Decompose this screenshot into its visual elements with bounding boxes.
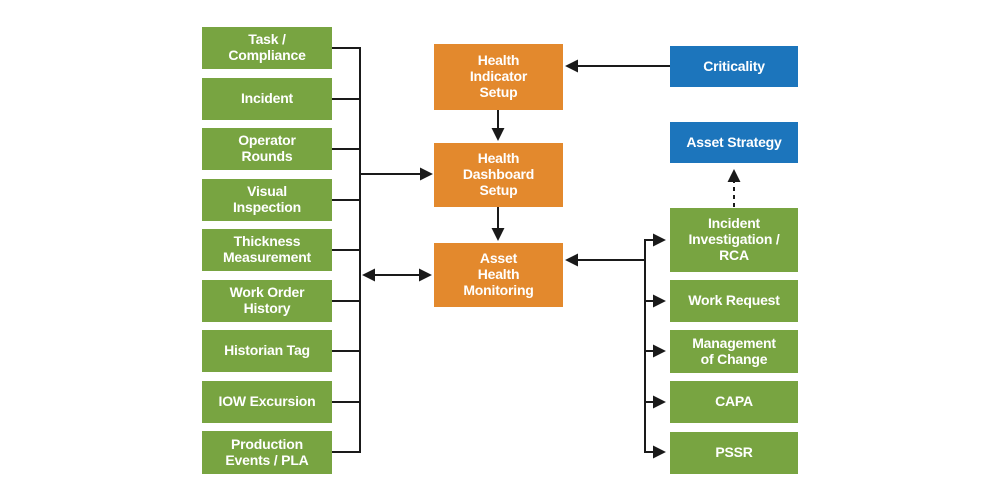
node-label: Historian Tag [224, 342, 310, 359]
node-label: CAPA [715, 393, 753, 410]
node-visual-inspection: Visual Inspection [202, 179, 332, 221]
node-label: Thickness Measurement [222, 233, 312, 265]
node-production-events-pla: Production Events / PLA [202, 431, 332, 474]
node-task-compliance: Task / Compliance [202, 27, 332, 69]
node-health-dashboard-setup: Health Dashboard Setup [434, 143, 563, 207]
node-label: Operator Rounds [238, 132, 296, 164]
node-label: Incident [240, 90, 294, 107]
node-label: Production Events / PLA [225, 435, 309, 468]
node-work-request: Work Request [670, 280, 798, 322]
node-criticality: Criticality [670, 46, 798, 87]
node-management-of-change: Management of Change [670, 330, 798, 373]
node-label: Asset Health Monitoring [463, 250, 534, 298]
node-historian-tag: Historian Tag [202, 330, 332, 372]
node-label: Management of Change [692, 334, 776, 367]
node-label: PSSR [715, 444, 753, 461]
node-label: IOW Excursion [218, 393, 316, 410]
node-thickness-measurement: Thickness Measurement [202, 229, 332, 271]
node-health-indicator-setup: Health Indicator Setup [434, 44, 563, 110]
node-asset-health-monitoring: Asset Health Monitoring [434, 243, 563, 307]
node-label: Task / Compliance [228, 31, 306, 63]
node-label: Work Order History [229, 284, 305, 316]
node-incident-investigation-rca: Incident Investigation / RCA [670, 208, 798, 272]
node-operator-rounds: Operator Rounds [202, 128, 332, 170]
node-incident: Incident [202, 78, 332, 120]
node-capa: CAPA [670, 381, 798, 423]
source-bracket-lines [332, 47, 361, 453]
node-label: Asset Strategy [686, 133, 782, 150]
node-pssr: PSSR [670, 432, 798, 474]
node-label: Health Dashboard Setup [462, 150, 535, 198]
node-work-order-history: Work Order History [202, 280, 332, 322]
node-label: Health Indicator Setup [469, 52, 528, 100]
node-asset-strategy: Asset Strategy [670, 122, 798, 163]
node-iow-excursion: IOW Excursion [202, 381, 332, 423]
node-label: Visual Inspection [232, 183, 301, 215]
output-bracket-lines [565, 233, 666, 459]
node-label: Incident Investigation / RCA [688, 215, 780, 263]
node-label: Work Request [688, 292, 780, 309]
node-label: Criticality [703, 57, 765, 74]
